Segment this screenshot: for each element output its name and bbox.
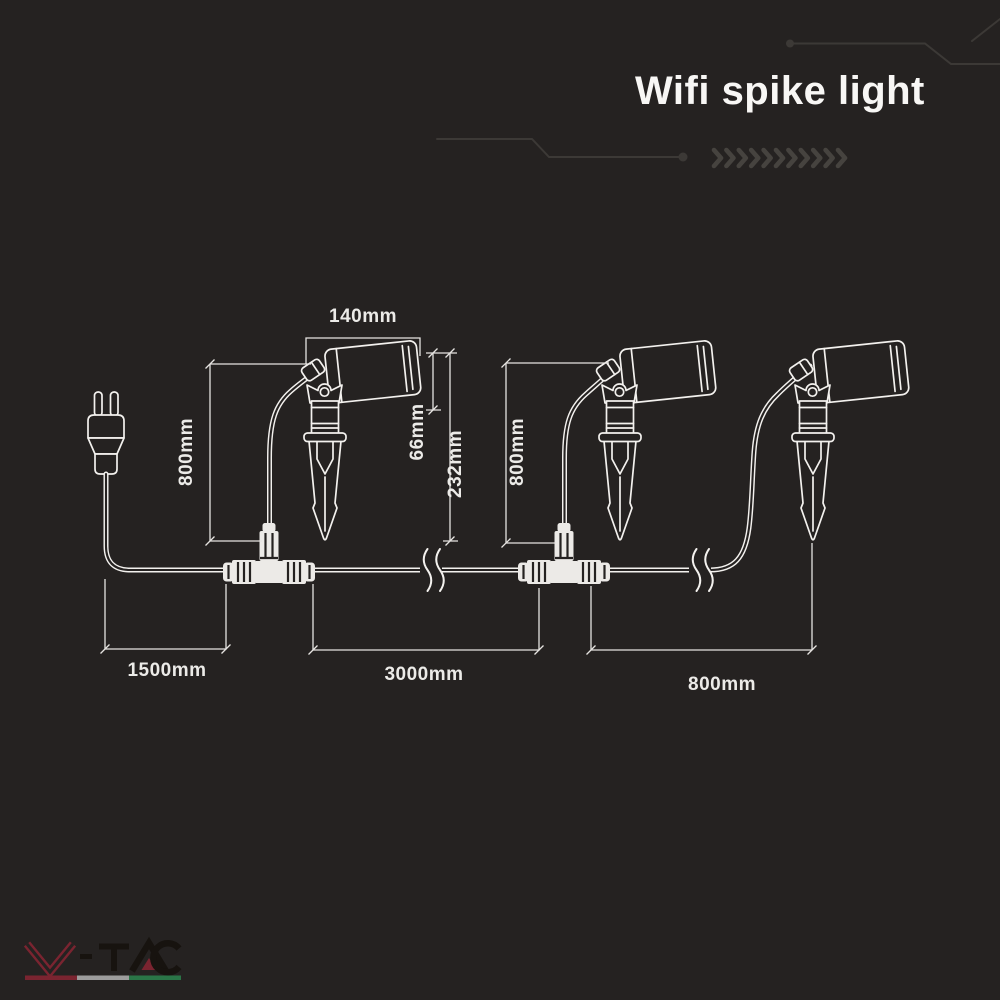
plug-pin	[109, 391, 119, 417]
logo-bar-silver	[77, 975, 129, 980]
main-cable	[103, 363, 813, 573]
dimension-labels: 140mm 800mm 66mm 232mm 800mm 1500mm 3000…	[127, 306, 756, 695]
dim-head-diameter: 66mm	[407, 404, 428, 461]
logo-letter-t	[99, 943, 129, 971]
dimension-lines	[100, 337, 817, 655]
plug-pin	[93, 391, 103, 417]
logo-letter-a	[129, 936, 169, 973]
cable-break-1	[419, 547, 445, 593]
logo-letter-c	[150, 940, 182, 976]
vtac-logo	[23, 936, 182, 980]
power-plug	[87, 391, 125, 475]
logo-bar-red	[25, 975, 77, 980]
cable-break-2	[688, 547, 714, 593]
dim-drop-middle: 800mm	[507, 418, 528, 486]
page-title: Wifi spike light	[635, 69, 925, 113]
dim-head-length: 140mm	[329, 306, 397, 327]
decor-line-top-right	[786, 18, 1000, 65]
logo-bar-green	[129, 975, 181, 980]
dim-total-height: 232mm	[445, 430, 466, 498]
dim-segment-2: 3000mm	[384, 664, 463, 685]
dim-segment-3: 800mm	[688, 674, 756, 695]
dim-segment-1: 1500mm	[127, 660, 206, 681]
logo-hyphen	[80, 954, 92, 959]
decor-line-middle	[436, 138, 688, 162]
dim-drop-left: 800mm	[176, 418, 197, 486]
